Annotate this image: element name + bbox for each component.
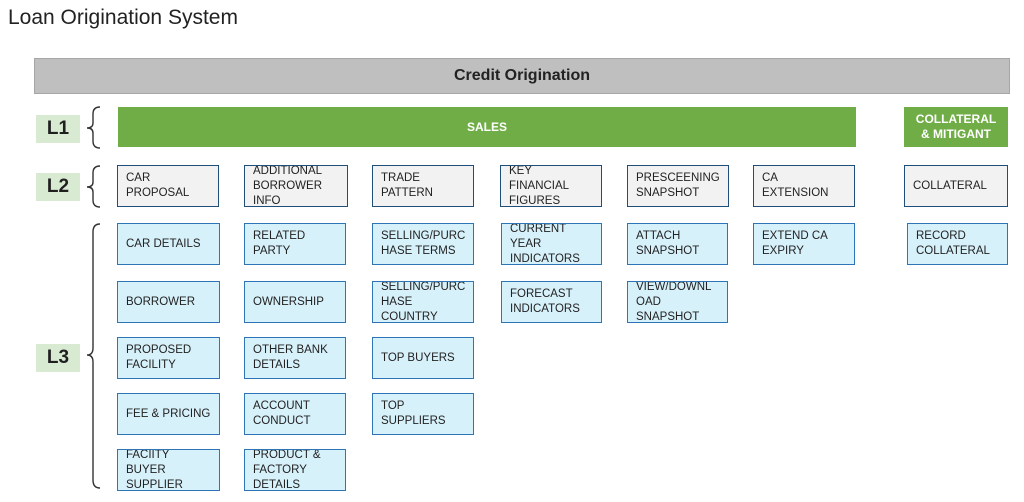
l3-col1-node-1: CAR DETAILS [117,223,220,265]
l2-node-3-label: TRADE PATTERN [381,172,433,199]
page-title: Loan Origination System [8,6,238,29]
collateral-mitigant-bar: COLLATERAL & MITIGANT [904,107,1008,147]
l3-col3-node-1-label: SELLING/PURC HASE TERMS [381,230,466,257]
l2-node-7: COLLATERAL [904,165,1008,207]
l3-col3-node-4-label: TOP SUPPLIERS [381,400,446,427]
l3-col7-node-1-label: RECORD COLLATERAL [916,230,990,257]
l2-node-7-label: COLLATERAL [913,179,987,192]
l3-col6-node-1-label: EXTEND CA EXPIRY [762,230,828,257]
l3-col3-node-2: SELLING/PURC HASE COUNTRY [372,281,474,323]
l3-col1-node-2: BORROWER [117,281,220,323]
l2-node-6-label: CA EXTENSION [762,172,829,199]
sales-bar: SALES [118,107,856,147]
l3-col1-node-3-label: PROPOSED FACILITY [126,344,192,371]
l3-col1-node-4-label: FEE & PRICING [126,407,211,420]
l3-col4-node-2: FORECAST INDICATORS [501,281,602,323]
l3-col5-node-1: ATTACH SNAPSHOT [627,223,728,265]
l3-col2-node-2: OWNERSHIP [244,281,346,323]
l3-col3-node-2-label: SELLING/PURC HASE COUNTRY [381,281,466,323]
bracket-l2 [86,165,101,208]
l2-node-3: TRADE PATTERN [372,165,474,207]
level-label-l3: L3 [36,344,80,372]
bracket-l1 [86,106,101,149]
l3-col3-node-3: TOP BUYERS [372,337,474,379]
l3-col2-node-5: PRODUCT & FACTORY DETAILS [244,449,346,491]
level-label-l2: L2 [36,173,80,201]
l3-col4-node-2-label: FORECAST INDICATORS [510,288,580,315]
l3-col1-node-1-label: CAR DETAILS [126,237,201,250]
l3-col3-node-1: SELLING/PURC HASE TERMS [372,223,474,265]
l2-node-6: CA EXTENSION [753,165,855,207]
l3-col1-node-2-label: BORROWER [126,295,195,308]
l3-col2-node-5-label: PRODUCT & FACTORY DETAILS [253,449,321,491]
l3-col2-node-1-label: RELATED PARTY [253,230,306,257]
l3-col5-node-2: VIEW/DOWNL OAD SNAPSHOT [627,281,728,323]
l3-col4-node-1: CURRENT YEAR INDICATORS [501,223,602,265]
l3-col2-node-3: OTHER BANK DETAILS [244,337,346,379]
l3-col7-node-1: RECORD COLLATERAL [907,223,1008,265]
l3-col5-node-1-label: ATTACH SNAPSHOT [636,230,700,257]
l3-col2-node-2-label: OWNERSHIP [253,295,324,308]
l3-col4-node-1-label: CURRENT YEAR INDICATORS [510,223,580,265]
l2-node-2: ADDITIONAL BORROWER INFO [244,165,348,207]
l3-col2-node-4: ACCOUNT CONDUCT [244,393,346,435]
credit-origination-label: Credit Origination [454,67,590,84]
l3-col1-node-4: FEE & PRICING [117,393,220,435]
l2-node-2-label: ADDITIONAL BORROWER INFO [253,165,323,207]
sales-label: SALES [466,119,507,134]
l3-col1-node-3: PROPOSED FACILITY [117,337,220,379]
bracket-l3 [86,223,101,489]
l2-node-5-label: PRESCEENING SNAPSHOT [636,172,720,199]
l2-node-5: PRESCEENING SNAPSHOT [627,165,729,207]
l3-col2-node-1: RELATED PARTY [244,223,346,265]
l3-col1-node-5: FACIITY BUYER SUPPLIER [117,449,220,491]
l3-col3-node-3-label: TOP BUYERS [381,351,455,364]
l3-col1-node-5-label: FACIITY BUYER SUPPLIER [126,449,183,491]
l2-node-1: CAR PROPOSAL [117,165,219,207]
l3-col3-node-4: TOP SUPPLIERS [372,393,474,435]
l3-col2-node-3-label: OTHER BANK DETAILS [253,344,328,371]
collateral-mitigant-label: COLLATERAL & MITIGANT [915,112,997,141]
l3-col6-node-1: EXTEND CA EXPIRY [753,223,855,265]
l2-node-4-label: KEY FINANCIAL FIGURES [509,165,570,207]
l2-node-1-label: CAR PROPOSAL [126,172,190,199]
level-label-l1: L1 [36,115,80,143]
credit-origination-header: Credit Origination [34,58,1010,94]
l3-col5-node-2-label: VIEW/DOWNL OAD SNAPSHOT [636,281,712,323]
l3-col2-node-4-label: ACCOUNT CONDUCT [253,400,311,427]
l2-node-4: KEY FINANCIAL FIGURES [500,165,602,207]
